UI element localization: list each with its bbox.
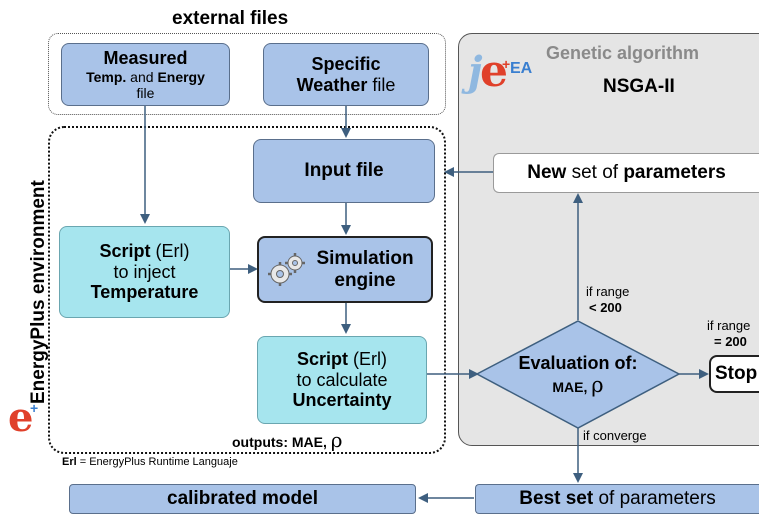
script-inject-box: Script (Erl) to inject Temperature [59,226,230,318]
measured-line1: Measured [103,48,188,69]
jeplus-ea-logo-icon: j e + EA [468,46,533,97]
logo-text: EA [510,60,533,77]
new-parameters-box: New set of parameters [493,153,759,193]
eval-rho: ρ [591,373,604,398]
cond-range-low-b: < 200 [589,300,622,315]
script-uncertainty-box: Script (Erl) to calculate Uncertainty [257,336,427,424]
new-bold: New [527,162,567,184]
inject-paren: (Erl) [150,240,190,261]
weather-rest: file [367,74,396,95]
stop-label: Stop [715,363,758,385]
energyplus-env-label: EnergyPlus environment [28,180,49,404]
outputs-rho: ρ [330,428,343,452]
erl-rest: = EnergyPlus Runtime Languaje [76,456,238,468]
erl-bold: Erl [62,456,77,468]
weather-bold: Weather [296,74,368,95]
stop-box: Stop [709,355,759,393]
uncert-script: Script [296,348,348,369]
cond-range-eq-a: if range [707,318,751,333]
new-params-bold: parameters [623,162,726,184]
external-files-group [48,33,446,115]
ga-subtitle: NSGA-II [603,76,675,97]
calibrated-label: calibrated model [167,488,318,510]
calibrated-model-box: calibrated model [69,484,416,514]
uncert-paren: (Erl) [348,348,387,369]
best-rest: of parameters [593,488,716,510]
measured-and: and [126,68,158,85]
measured-temp: Temp. [86,68,127,85]
weather-file-box: Specific Weather file [263,43,429,106]
evaluation-text: Evaluation of: MAE, ρ [490,350,666,400]
sim-line1: Simulation [316,247,414,269]
erl-note: Erl = EnergyPlus Runtime Languaje [62,456,238,468]
measured-file-box: Measured Temp. and Energy file [61,43,230,106]
gears-icon [268,253,305,286]
inject-line2: to inject [113,261,176,282]
best-set-box: Best set of parameters [475,484,759,514]
energyplus-env-group [48,126,446,454]
measured-line3: file [136,84,155,101]
cond-converge: if converge [583,428,647,443]
cond-range-eq-b: = 200 [714,334,747,349]
evaluation-diamond [475,320,681,429]
input-file-label: Input file [304,160,384,182]
external-files-title: external files [172,8,289,29]
sim-line2: engine [334,269,396,291]
outputs-text: outputs: MAE, [232,434,327,450]
energyplus-logo-icon: e + [8,394,39,441]
measured-energy: Energy [157,68,205,85]
eval-line2: MAE, [552,379,588,396]
uncert-line2: to calculate [296,369,388,390]
uncert-line3: Uncertainty [292,390,392,411]
best-bold: Best set [519,488,594,510]
new-mid: set of [566,162,624,184]
eval-line1: Evaluation of: [518,352,638,373]
inject-line3: Temperature [90,282,199,303]
outputs-label: outputs: MAE, ρ [232,428,343,452]
input-file-box: Input file [253,139,435,203]
ga-title: Genetic algorithm [546,43,700,63]
inject-script: Script [99,240,151,261]
cond-range-low-a: if range [586,284,630,299]
weather-line1: Specific [311,53,381,74]
